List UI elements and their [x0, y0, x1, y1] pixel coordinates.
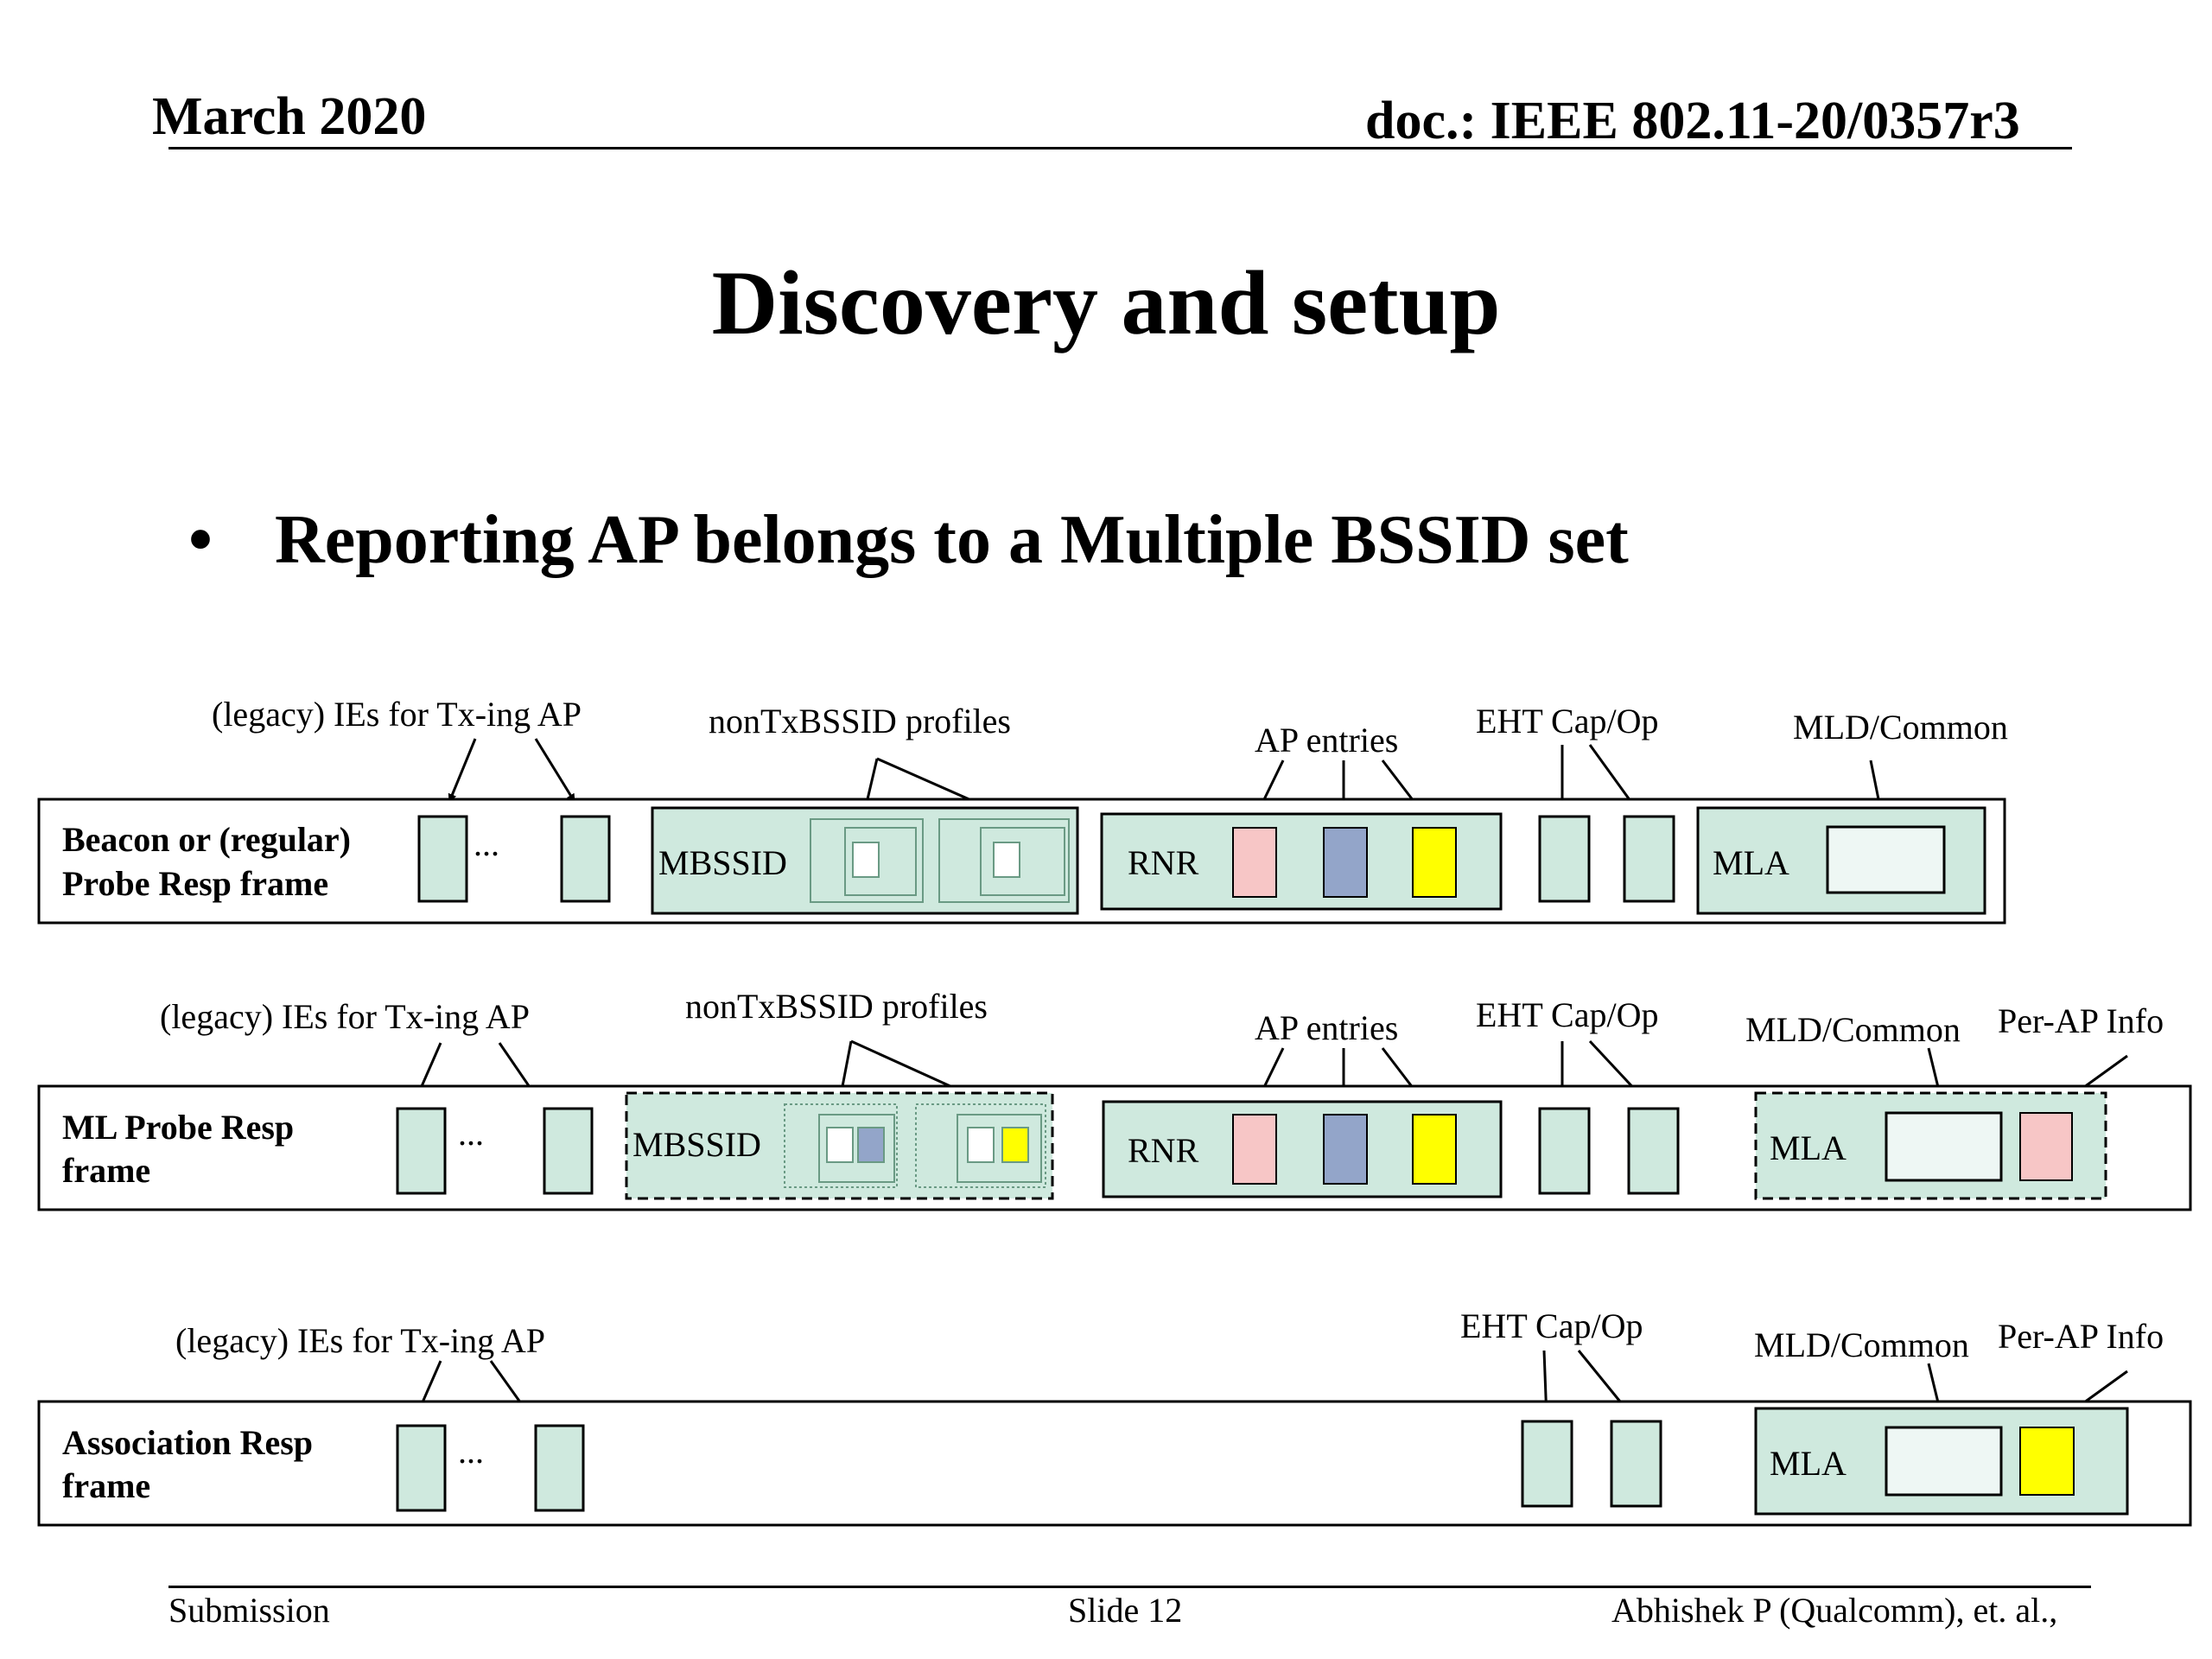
mld-common-box — [1826, 825, 1946, 894]
ellipsis: ... — [458, 1114, 484, 1153]
header-rule — [168, 147, 2072, 149]
ap-entry-pink — [1232, 827, 1277, 898]
nontx-profile-subelement — [852, 842, 880, 878]
frame-name-line1: Beacon or (regular) — [62, 820, 351, 859]
ie-box — [396, 1424, 447, 1512]
mbssid-label: MBSSID — [658, 843, 787, 882]
ie-box — [417, 815, 468, 903]
frame-name-line1: Association Resp — [62, 1423, 313, 1462]
legacy-arrow — [448, 738, 477, 803]
header-doc-number: doc.: IEEE 802.11-20/0357r3 — [1365, 92, 2020, 150]
mla-label: MLA — [1713, 843, 1789, 882]
nontx-profile-blue — [857, 1127, 885, 1163]
eht-cap-box — [1538, 1107, 1591, 1195]
frame-name-line2: Probe Resp frame — [62, 864, 328, 903]
ml-probe-resp-row: (legacy) IEs for Tx-ing AP nonTxBSSID pr… — [37, 987, 2192, 1211]
per-ap-info-yellow — [2019, 1427, 2075, 1496]
frame-name-line1: ML Probe Resp — [62, 1108, 294, 1147]
nontx-profile-inner — [957, 1114, 1042, 1183]
nontx-profile-inner — [980, 827, 1065, 896]
eht-cap-op-label: EHT Cap/Op — [1476, 702, 1658, 741]
legacy-ies-label: (legacy) IEs for Tx-ing AP — [212, 695, 582, 734]
ap-entries-label: AP entries — [1255, 1008, 1398, 1047]
ie-box — [396, 1107, 447, 1195]
nontxbssid-profiles-label: nonTxBSSID profiles — [685, 987, 988, 1026]
nontx-profile-box — [810, 818, 924, 903]
ellipsis: ... — [458, 1432, 484, 1471]
footer-author: Abhishek P (Qualcomm), et. al., — [1611, 1591, 2058, 1630]
footer-slide-number: Slide 12 — [1068, 1591, 1183, 1630]
mld-common-label: MLD/Common — [1793, 708, 2008, 747]
nontx-profile-inner — [844, 827, 917, 896]
nontx-profile-subelement — [967, 1127, 995, 1163]
per-ap-info-label: Per-AP Info — [1998, 1317, 2164, 1356]
mld-common-label: MLD/Common — [1754, 1325, 1969, 1364]
mbssid-label: MBSSID — [632, 1125, 761, 1164]
bullet-marker: • — [188, 502, 213, 578]
ellipsis: ... — [474, 824, 499, 863]
mla-label: MLA — [1770, 1128, 1847, 1167]
ap-entry-yellow — [1412, 1114, 1457, 1185]
eht-cap-op-label: EHT Cap/Op — [1460, 1306, 1643, 1345]
legacy-ies-label: (legacy) IEs for Tx-ing AP — [160, 997, 530, 1036]
rnr-label: RNR — [1128, 843, 1199, 882]
footer-submission: Submission — [168, 1591, 330, 1630]
frame-name-line2: frame — [62, 1151, 150, 1190]
nontx-profile-inner — [818, 1114, 895, 1183]
eht-cap-box — [1521, 1420, 1573, 1508]
footer-rule — [168, 1586, 2091, 1588]
nontx-profile-subelement — [826, 1127, 854, 1163]
ie-box — [543, 1107, 594, 1195]
nontx-profile-box — [938, 818, 1070, 903]
mld-common-label: MLD/Common — [1745, 1010, 1961, 1049]
legacy-ies-label: (legacy) IEs for Tx-ing AP — [175, 1321, 545, 1360]
eht-cap-op-label: EHT Cap/Op — [1476, 995, 1658, 1034]
ap-entry-pink — [1232, 1114, 1277, 1185]
ap-entries-label: AP entries — [1255, 721, 1398, 760]
per-ap-info-pink — [2019, 1112, 2073, 1181]
eht-op-box — [1623, 815, 1675, 903]
ie-box — [560, 815, 611, 903]
nontx-profile-box — [784, 1103, 898, 1188]
rnr-label: RNR — [1128, 1131, 1199, 1170]
association-resp-row: (legacy) IEs for Tx-ing AP EHT Cap/Op ML… — [37, 1306, 2192, 1527]
nontx-profile-yellow — [1001, 1127, 1029, 1163]
nontxbssid-profiles-label: nonTxBSSID profiles — [709, 702, 1011, 741]
bullet-text: Reporting AP belongs to a Multiple BSSID… — [275, 502, 1629, 578]
frame-name-line2: frame — [62, 1466, 150, 1505]
mla-label: MLA — [1770, 1444, 1847, 1483]
ie-box — [534, 1424, 585, 1512]
eht-cap-box — [1538, 815, 1591, 903]
legacy-arrow — [534, 738, 576, 803]
beacon-frame-row: (legacy) IEs for Tx-ing AP nonTxBSSID pr… — [37, 695, 2008, 925]
mld-common-box — [1885, 1426, 2003, 1497]
nontx-profile-subelement — [993, 842, 1020, 878]
ap-entry-blue — [1323, 1114, 1368, 1185]
eht-op-box — [1627, 1107, 1680, 1195]
per-ap-info-label: Per-AP Info — [1998, 1001, 2164, 1040]
mld-common-box — [1885, 1111, 2003, 1182]
slide-title: Discovery and setup — [711, 252, 1501, 353]
nontx-profile-box — [915, 1103, 1046, 1188]
ap-entry-blue — [1323, 827, 1368, 898]
ap-entry-yellow — [1412, 827, 1457, 898]
eht-op-box — [1610, 1420, 1662, 1508]
header-date: March 2020 — [152, 87, 427, 146]
